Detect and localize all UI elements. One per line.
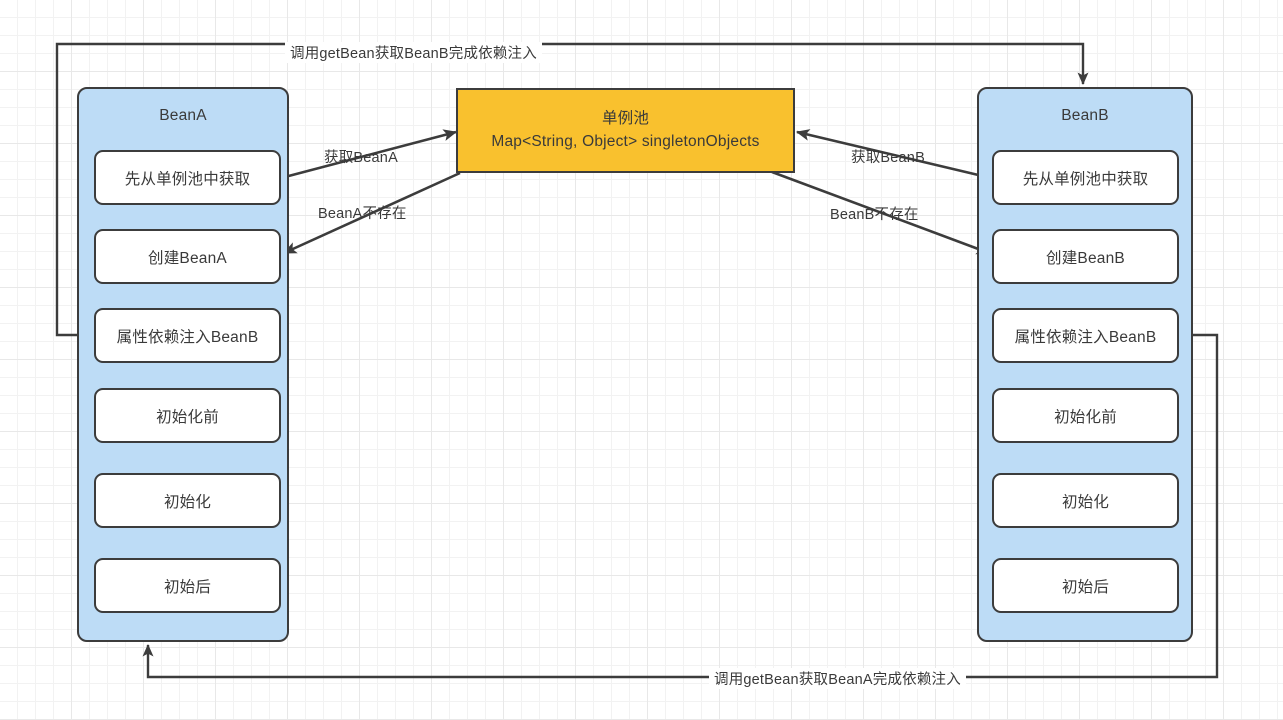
edge-label-b-get: 获取BeanB — [851, 150, 925, 166]
step-b-4[interactable]: 初始化前 — [992, 388, 1179, 443]
lane-bean-a-title: BeanA — [159, 107, 207, 124]
lane-bean-b-title: BeanB — [1061, 107, 1109, 124]
step-b-3[interactable]: 属性依赖注入BeanB — [992, 308, 1179, 363]
edge-label-a-miss: BeanA不存在 — [318, 206, 407, 222]
step-a-2[interactable]: 创建BeanA — [94, 229, 281, 284]
edge-label-top-route: 调用getBean获取BeanB完成依赖注入 — [285, 42, 542, 63]
step-a-6[interactable]: 初始后 — [94, 558, 281, 613]
step-b-6[interactable]: 初始后 — [992, 558, 1179, 613]
step-a-1[interactable]: 先从单例池中获取 — [94, 150, 281, 205]
singleton-pool-subtitle: Map<String, Object> singletonObjects — [491, 132, 760, 150]
edge-label-b-miss: BeanB不存在 — [830, 207, 919, 223]
singleton-pool[interactable]: 单例池 Map<String, Object> singletonObjects — [456, 88, 795, 173]
step-a-4[interactable]: 初始化前 — [94, 388, 281, 443]
edge-label-bottom-route: 调用getBean获取BeanA完成依赖注入 — [709, 668, 966, 689]
step-b-1[interactable]: 先从单例池中获取 — [992, 150, 1179, 205]
step-b-2[interactable]: 创建BeanB — [992, 229, 1179, 284]
step-b-5[interactable]: 初始化 — [992, 473, 1179, 528]
step-a-3[interactable]: 属性依赖注入BeanB — [94, 308, 281, 363]
singleton-pool-title: 单例池 — [601, 110, 650, 128]
edge-label-a-get: 获取BeanA — [324, 150, 398, 166]
step-a-5[interactable]: 初始化 — [94, 473, 281, 528]
